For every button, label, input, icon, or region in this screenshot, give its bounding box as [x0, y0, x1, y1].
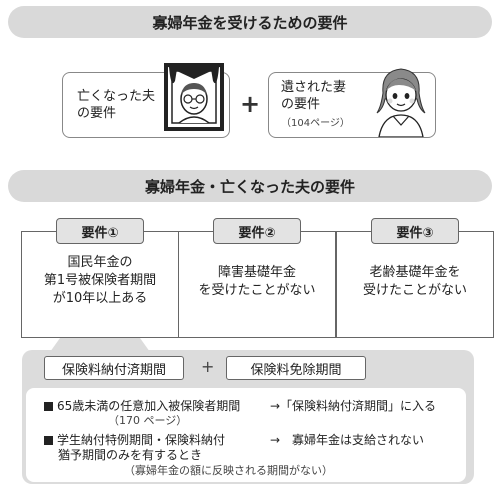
note-2-text: 学生納付特例期間・保険料納付: [57, 433, 226, 447]
wife-card-text: 遺された妻 の要件 （104ページ）: [281, 79, 371, 132]
husband-line1: 亡くなった夫: [77, 89, 156, 104]
requirement-label-3: 要件③: [371, 218, 459, 244]
requirement-1-line3: が10年以上ある: [52, 291, 148, 306]
requirement-label-1: 要件①: [56, 218, 144, 244]
note-1-text: 65歳未満の任意加入被保険者期間: [57, 399, 241, 413]
note-2-result: → 寡婦年金は支給されない: [270, 433, 425, 447]
requirement-text-2: 障害基礎年金 を受けたことがない: [183, 264, 331, 300]
requirement-box-3: 要件③ 老齢基礎年金を 受けたことがない: [336, 218, 494, 338]
requirement-3-line1: 老齢基礎年金を: [369, 265, 461, 280]
bullet-square-icon: [44, 436, 53, 445]
header-husband-requirements-text: 寡婦年金・亡くなった夫の要件: [144, 177, 355, 196]
paid-period-label: 保険料納付済期間: [61, 362, 166, 378]
exempt-period-label: 保険料免除期間: [250, 362, 342, 378]
requirement-1-line2: 第1号被保険者期間: [43, 273, 157, 288]
requirement-text-3: 老齢基礎年金を 受けたことがない: [341, 264, 489, 300]
requirement-box-1: 要件① 国民年金の 第1号被保険者期間 が10年以上ある: [21, 218, 179, 338]
wife-line2: の要件: [281, 97, 321, 112]
husband-portrait-icon: [164, 63, 224, 131]
requirement-1-line1: 国民年金の: [67, 255, 133, 270]
note-voluntary-insured: 65歳未満の任意加入被保険者期間: [44, 398, 240, 414]
note-2-reason: （寡婦年金の額に反映される期間がない）: [124, 464, 333, 477]
requirement-2-line2: を受けたことがない: [198, 283, 316, 298]
requirement-text-1: 国民年金の 第1号被保険者期間 が10年以上ある: [26, 254, 174, 308]
paid-period-box: 保険料納付済期間: [44, 356, 184, 380]
note-student-deferment: 学生納付特例期間・保険料納付: [44, 432, 225, 448]
requirement-label-2: 要件②: [213, 218, 301, 244]
husband-card-text: 亡くなった夫 の要件: [77, 88, 157, 122]
exempt-period-box: 保険料免除期間: [226, 356, 366, 380]
husband-card: 亡くなった夫 の要件: [62, 63, 230, 138]
wife-page-ref: （104ページ）: [281, 118, 350, 129]
note-1-result: →「保険料納付済期間」に入る: [270, 399, 437, 413]
wife-line1: 遺された妻: [281, 80, 347, 95]
requirement-3-line2: 受けたことがない: [362, 283, 467, 298]
note-1-page-ref: （170 ページ）: [108, 414, 188, 427]
husband-line2: の要件: [77, 106, 117, 121]
bullet-square-icon: [44, 402, 53, 411]
header-requirements: 寡婦年金を受けるための要件: [8, 6, 492, 38]
plus-sign-bottom: +: [201, 357, 215, 376]
wife-figure-icon: [376, 68, 426, 137]
plus-sign-top: +: [240, 90, 261, 118]
wife-card: 遺された妻 の要件 （104ページ）: [268, 68, 436, 138]
note-2-text-line2: 猶予期間のみを有するとき: [58, 448, 203, 462]
requirement-box-2: 要件② 障害基礎年金 を受けたことがない: [178, 218, 336, 338]
header-husband-requirements: 寡婦年金・亡くなった夫の要件: [8, 170, 492, 202]
header-requirements-text: 寡婦年金を受けるための要件: [152, 13, 348, 32]
requirement-2-line1: 障害基礎年金: [217, 265, 296, 280]
period-notes-box: [26, 388, 466, 482]
